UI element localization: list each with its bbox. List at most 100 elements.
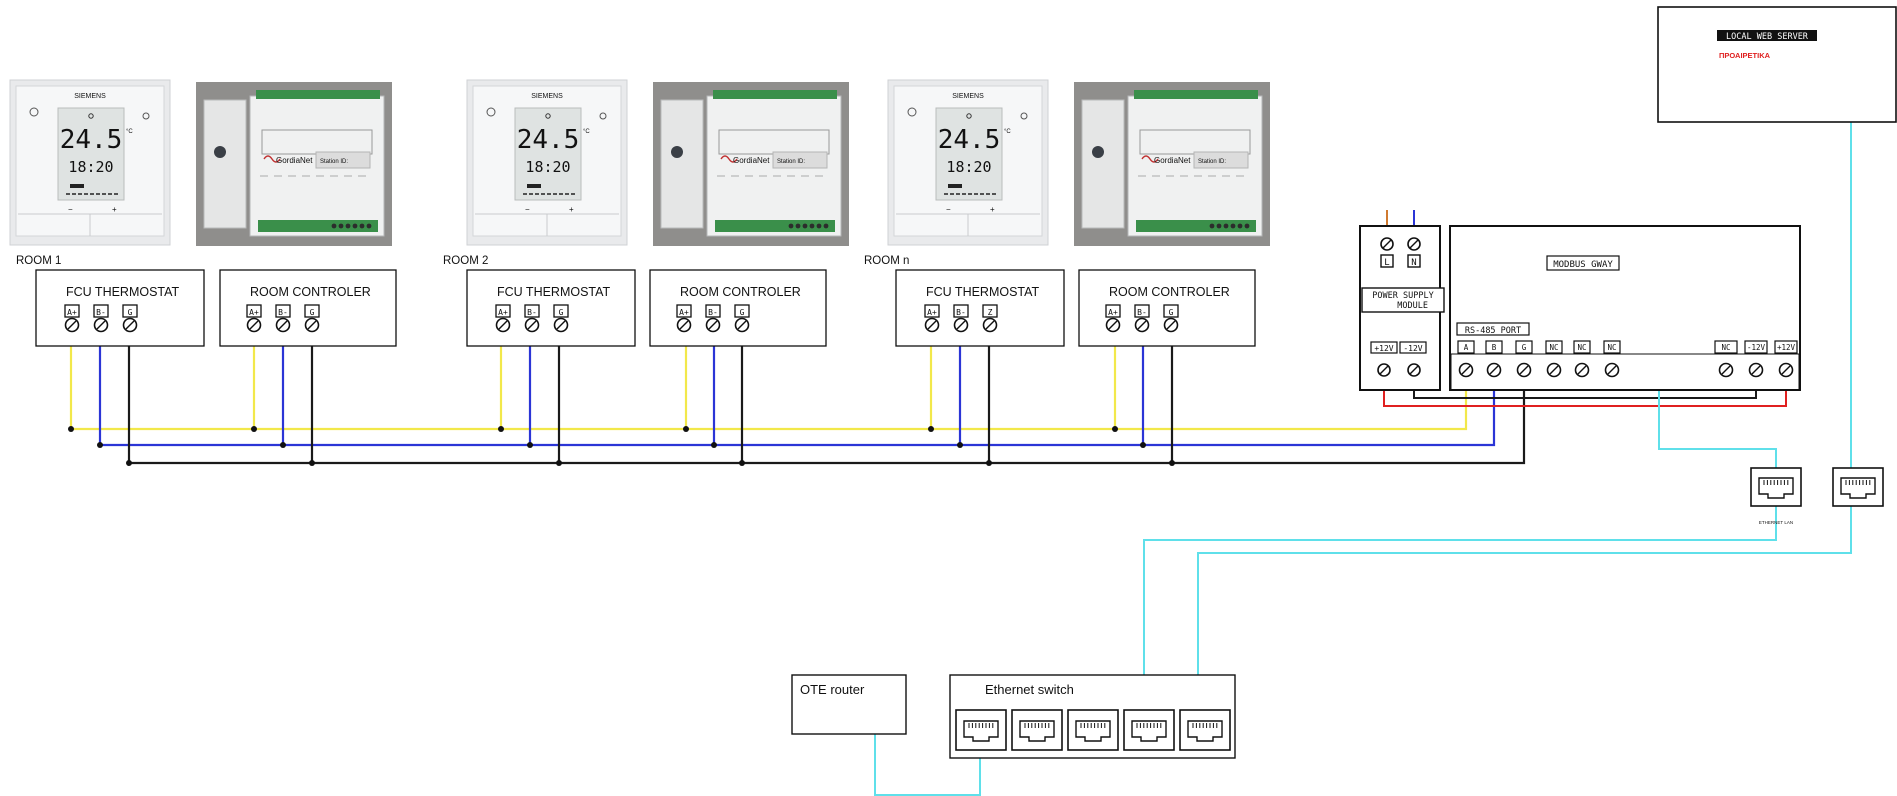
bus-a-drops [69,332,1117,429]
room-label: ROOM 2 [443,255,488,267]
power-supply-module: L N POWER SUPPLY MODULE +12V -12V [1359,225,1445,391]
power-supply-subtitle: MODULE [1397,301,1428,311]
room-controller-title: ROOM CONTROLER [1109,285,1230,299]
room-controller-title: ROOM CONTROLER [250,285,371,299]
thermostat-screw-terminal [93,317,109,333]
controller-station-id: Station ID: [320,159,348,165]
thermostat-unit: °C [126,129,133,135]
switch-port [1067,709,1119,751]
controller-screw-terminal [705,317,721,333]
ethernet-switch: Ethernet switch [949,674,1236,759]
thermostat-screw-terminal [553,317,569,333]
power-supply-title: POWER SUPPLY [1372,291,1433,301]
room-controller-box: ROOM CONTROLER A+ B- G [1078,269,1256,347]
controller-station-id: Station ID: [1198,159,1226,165]
thermostat-plus-key: + [112,205,117,214]
controller-brand: GordiaNet [733,156,770,165]
thermostat-terminal-label: B- [956,308,966,317]
thermostat-terminal-label: A+ [67,308,77,317]
controller-terminal-label: A+ [679,308,689,317]
controller-screw-terminal [734,317,750,333]
ote-router: OTE router [791,674,907,735]
thermostat-screw-terminal [982,317,998,333]
switch-port [955,709,1007,751]
thermostat-temp: 24.5 [938,125,1001,155]
thermostat-plus-key: + [990,205,995,214]
thermostat-plus-key: + [569,205,574,214]
fcu-thermostat-title: FCU THERMOSTAT [66,285,180,299]
gateway-terminal-label: NC [1577,343,1586,352]
controller-terminal-label: G [310,308,315,317]
thermostat-unit: °C [583,129,590,135]
gateway-screw-terminal [1486,362,1502,378]
room-label: ROOM 1 [16,255,61,267]
rj45-jack-server [1832,467,1884,507]
controller-terminal-label: A+ [249,308,259,317]
fcu-thermostat-title: FCU THERMOSTAT [497,285,611,299]
thermostat-screw-terminal [524,317,540,333]
thermostat-screw-terminal [122,317,138,333]
thermostat-brand: SIEMENS [952,93,984,100]
gateway-power-screw-terminal [1778,362,1794,378]
room-controller-device: GordiaNet Station ID: [653,82,849,246]
rj45-jack-gateway [1750,467,1802,507]
gateway-power-screw-terminal [1748,362,1764,378]
thermostat-terminal-label: G [128,308,133,317]
gateway-power-terminal-label: -12V [1747,343,1766,352]
thermostat-screw-terminal [64,317,80,333]
switch-port [1179,709,1231,751]
switch-port [1011,709,1063,751]
controller-station-id: Station ID: [777,159,805,165]
power-input-l: L [1384,258,1389,268]
bus-b-drops [98,332,1145,445]
bus-g-drops [127,332,1174,463]
router-line [874,733,981,796]
thermostat-temp: 24.5 [517,125,580,155]
controller-screw-terminal [304,317,320,333]
bus-g-line [129,376,1526,465]
controller-screw-terminal [275,317,291,333]
lan-line-1 [1143,505,1777,712]
controller-terminal-label: G [1169,308,1174,317]
controller-terminal-label: A+ [1108,308,1118,317]
ethernet-lan-caption: ETHERNET LAN [1759,520,1793,525]
thermostat-brand: SIEMENS [531,93,563,100]
bus-a-line [71,376,1468,431]
gateway-rj45-jacks [1750,467,1884,507]
controller-terminal-label: G [740,308,745,317]
rs485-bus [68,332,1526,466]
gateway-terminal-label: NC [1549,343,1558,352]
thermostat-time: 18:20 [946,158,991,176]
thermostat-terminal-label: B- [96,308,106,317]
controller-screw-terminal [1105,317,1121,333]
fcu-thermostat-title: FCU THERMOSTAT [926,285,1040,299]
switch-port [1123,709,1175,751]
controller-screw-terminal [246,317,262,333]
server-title: LOCAL WEB SERVER [1726,32,1809,42]
controller-terminal-label: B- [708,308,718,317]
thermostat-time: 18:20 [525,158,570,176]
thermostat-minus-key: − [68,205,73,214]
gateway-terminal-label: A [1464,343,1469,352]
room-label: ROOM n [864,255,909,267]
thermostat-screw-terminal [953,317,969,333]
thermostat-screw-terminal [924,317,940,333]
controller-terminal-label: B- [1137,308,1147,317]
power-output-negative: -12V [1403,344,1422,353]
controller-screw-terminal [676,317,692,333]
gateway-title: MODBUS GWAY [1553,260,1613,270]
local-web-server: LOCAL WEB SERVER ΠΡΟΑΙΡΕΤΙΚΑ [1657,6,1897,123]
controller-screw-terminal [1134,317,1150,333]
bus-junctions [68,426,1175,466]
